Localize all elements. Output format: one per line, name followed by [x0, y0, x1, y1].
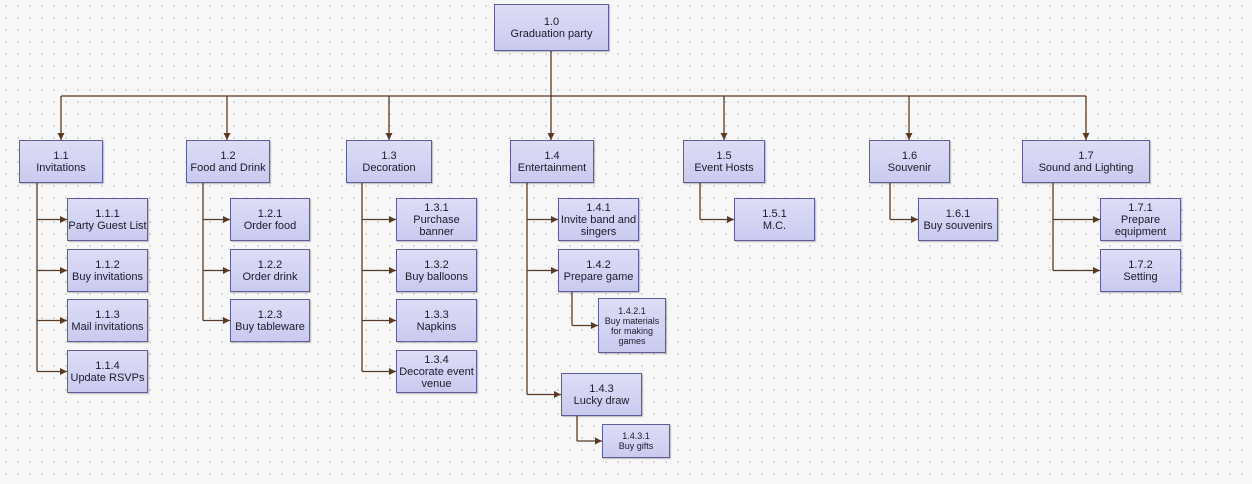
node-label: Prepare game: [563, 270, 634, 283]
node-label: Lucky draw: [573, 394, 630, 407]
node-label: Order food: [243, 219, 297, 232]
node-label: Graduation party: [510, 27, 593, 40]
node-id: 1.2: [220, 149, 236, 162]
node-id: 1.4.2: [586, 258, 611, 271]
node-label: Souvenir: [887, 161, 932, 174]
node-label: Buy balloons: [405, 270, 468, 283]
node-label: Invite band and singers: [560, 213, 637, 238]
node-id: 1.3.1: [424, 201, 449, 214]
node-id: 1.2.2: [257, 258, 283, 271]
node-id: 1.4.1: [586, 201, 611, 214]
node-label: Prepare equipment: [1114, 213, 1167, 238]
node-id: 1.3.3: [424, 308, 449, 321]
node-id: 1.6: [901, 149, 918, 162]
node-label: Buy souvenirs: [923, 219, 993, 232]
node-label: Decoration: [362, 161, 416, 174]
node-id: 1.2.3: [257, 308, 283, 321]
node-id: 1.2.1: [257, 207, 283, 220]
node-label: Party Guest List: [68, 219, 147, 232]
node-id: 1.4.3: [589, 382, 614, 395]
node-label: Buy gifts: [618, 441, 654, 451]
node-id: 1.7.2: [1128, 258, 1153, 271]
node-label: Buy invitations: [72, 270, 143, 283]
node-id: 1.7: [1078, 149, 1094, 162]
node-label: M.C.: [762, 219, 787, 232]
node-id: 1.4: [544, 149, 560, 162]
node-id: 1.4.3.1: [622, 431, 650, 441]
node-label: Invitations: [36, 161, 86, 174]
node-id: 1.1.2: [95, 258, 120, 271]
node-id: 1.4.2.1: [618, 305, 646, 316]
node-label: Purchase banner: [413, 213, 460, 238]
node-label: Order drink: [242, 270, 298, 283]
node-id: 1.1.4: [95, 359, 120, 372]
node-label: Update RSVPs: [70, 371, 145, 384]
node-label: Buy tableware: [235, 320, 305, 333]
node-id: 1.6.1: [945, 207, 971, 220]
node-id: 1.7.1: [1128, 201, 1153, 214]
node-label: Decorate event venue: [399, 365, 474, 390]
node-label: Mail invitations: [71, 320, 144, 333]
node-label: Food and Drink: [190, 161, 266, 174]
node-label: Setting: [1123, 270, 1158, 283]
node-label: Sound and Lighting: [1038, 161, 1134, 174]
node-label: Buy materials for making games: [604, 315, 660, 346]
node-id: 1.1.3: [95, 308, 120, 321]
node-id: 1.3: [381, 149, 397, 162]
node-id: 1.1.1: [95, 207, 120, 220]
node-label: Entertainment: [517, 161, 587, 174]
node-id: 1.3.4: [424, 353, 449, 366]
node-id: 1.0: [543, 15, 560, 28]
node-id: 1.5: [716, 149, 732, 162]
node-id: 1.5.1: [762, 207, 787, 220]
node-id: 1.3.2: [424, 258, 449, 271]
node-id: 1.1: [53, 149, 69, 162]
node-label: Event Hosts: [694, 161, 754, 174]
node-label: Napkins: [416, 320, 457, 333]
